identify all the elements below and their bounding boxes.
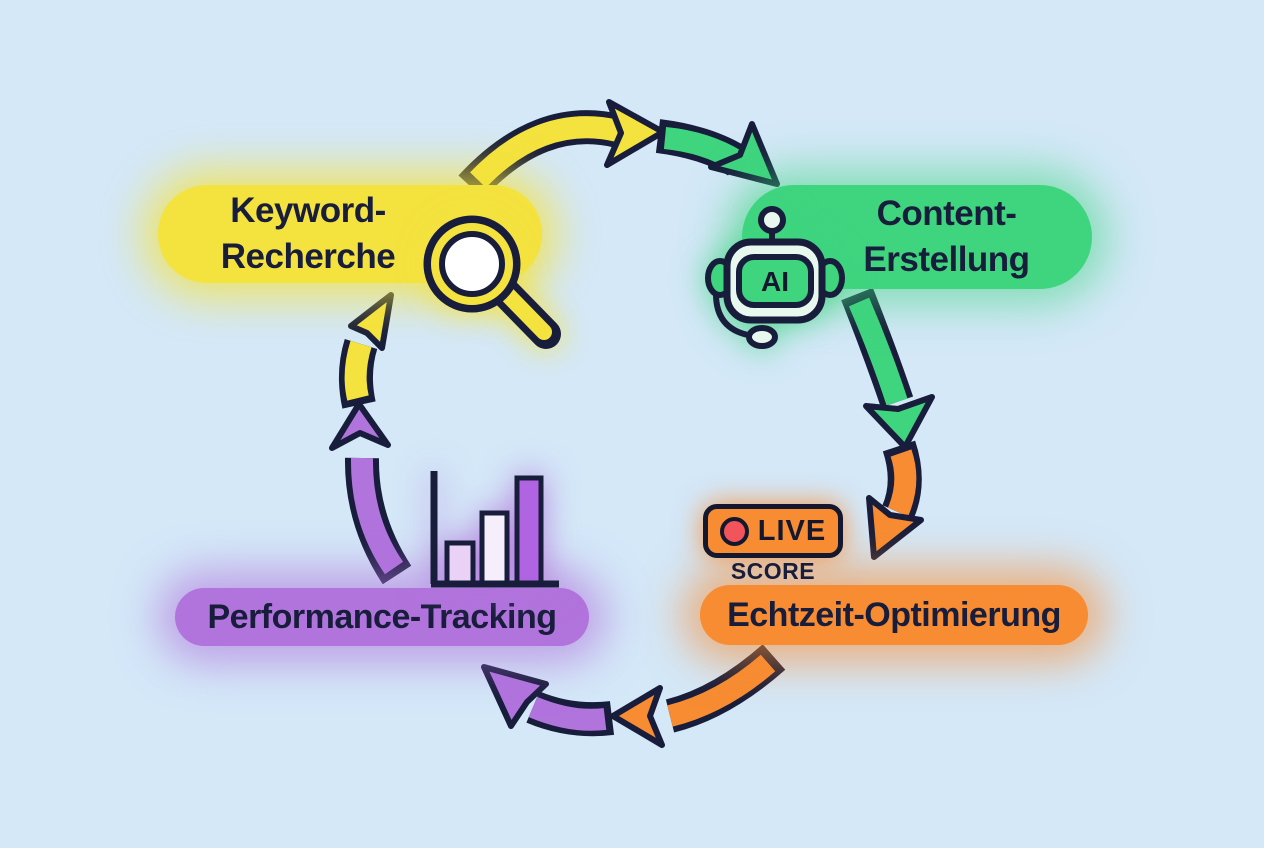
arrowhead <box>348 292 394 351</box>
arrow-echtzeit-to-performance <box>481 644 786 748</box>
arrowhead <box>610 685 665 748</box>
stage-content-erstellung: Content- Erstellung <box>742 185 1092 289</box>
arrowhead <box>329 401 391 451</box>
arrowhead <box>604 99 666 168</box>
arrowhead <box>708 121 780 187</box>
arrowhead <box>481 664 549 729</box>
magnifier-icon <box>423 215 561 349</box>
score-label: SCORE <box>730 558 816 584</box>
stage-keyword-label: Keyword- Recherche <box>183 188 433 280</box>
arrowhead <box>866 495 924 560</box>
stage-performance-label: Performance-Tracking <box>207 597 557 636</box>
arrow-content-to-echtzeit <box>841 287 935 560</box>
stage-content-label-line2: Erstellung <box>863 240 1030 279</box>
stage-echtzeit-optimierung: Echtzeit-Optimierung <box>700 585 1088 645</box>
arrow-performance-to-keyword <box>329 292 412 585</box>
ai-robot-icon: AI <box>705 206 845 349</box>
stage-performance-tracking: Performance-Tracking <box>175 588 589 646</box>
live-score-badge: LIVE <box>703 504 843 558</box>
stage-content-label-line1: Content- <box>876 193 1017 233</box>
bar-chart-icon <box>430 471 559 588</box>
live-dot-icon <box>719 516 749 546</box>
arrow-keyword-to-content <box>458 99 780 199</box>
arrowhead <box>863 394 935 450</box>
robot-ai-label: AI <box>761 266 789 297</box>
stage-echtzeit-label: Echtzeit-Optimierung <box>727 595 1061 634</box>
stage-keyword-recherche: Keyword- Recherche <box>158 185 542 283</box>
stage-keyword-label-line1: Keyword- <box>230 190 386 230</box>
stage-content-label: Content- Erstellung <box>829 191 1064 283</box>
stage-keyword-label-line2: Recherche <box>220 237 396 276</box>
live-badge-label: LIVE <box>757 514 827 547</box>
